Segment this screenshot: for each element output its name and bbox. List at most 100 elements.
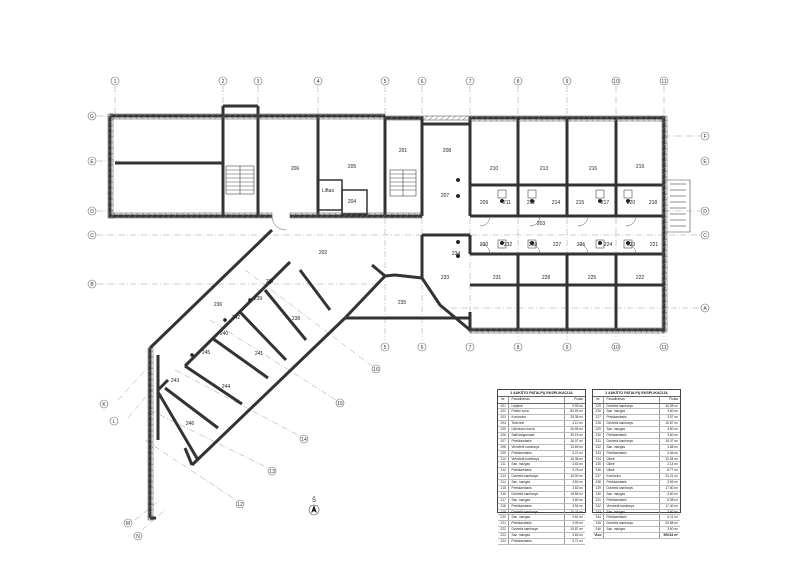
table-cell: Laiptinė [509,403,565,409]
table-cell: Prieškambaris [604,432,660,438]
table-cell: Ūkinė [604,462,660,468]
table-title: 2 AUKŠTO PATALPŲ EKSPLIKACIJA [593,390,680,397]
table-cell: Viso: [593,533,605,538]
table-cell: 222 [498,527,510,533]
room-label: 238 [292,316,301,322]
axis-label-diagonal: 16 [373,367,379,373]
table-cell: 239 [593,485,605,491]
axis-label-left: C [90,233,94,239]
table-cell: 214 [498,480,510,485]
table-cell: 226 [593,409,605,415]
table-cell: Koridorius [509,415,565,421]
room-labels: 201 202 203 204 205 206 207 208 209 210 … [171,148,659,427]
sanitary-fixtures [190,177,633,357]
top-axis-bubbles: 1 2 3 4 5 6 7 8 9 10 11 [110,76,669,86]
room-label: 246 [186,421,195,427]
table-cell: 3.21 m² [572,450,583,455]
table-cell: 15.90 m² [570,474,583,479]
axis-label-mid: 11 [661,345,666,351]
room-label: 209 [480,200,489,206]
room-label: 207 [441,193,450,199]
room-label: 244 [222,384,231,390]
axis-label-right: F [703,134,706,140]
table-cell: 3.09 m² [572,521,583,526]
stair-201-icon [389,169,417,197]
table-cell: 231 [593,438,605,444]
room-label: 221 [650,242,659,248]
table-cell: 208 [498,444,510,450]
table-header-row: Nr. Pavadinimas Plotas [593,397,680,404]
room-label: 229 [529,242,538,248]
room-label: 222 [636,275,645,281]
axis-label-diagonal-letter: M [126,521,130,527]
table-cell: 15.43 m² [570,509,583,514]
table-cell: 17.40 m² [665,503,678,508]
table-cell: Vienvietė kambarys [509,444,565,450]
table-cell: 16.38 m² [570,456,583,461]
axis-label-mid: 8 [517,345,520,351]
table-cell: Prieškambaris [509,438,565,444]
north-label: Š [312,497,316,504]
table-cell: 220 [498,515,510,521]
room-label: 219 [636,164,645,170]
table-cell: 10.54 m² [665,456,678,461]
axis-label-top: 7 [469,79,472,85]
table-cell: 237 [593,474,605,480]
table-cell: 3.60 m² [667,409,678,414]
table-cell: Dvivietis kambarys [604,438,660,444]
axis-label-top: 2 [222,79,225,85]
stair-west-icon [225,165,255,195]
table-cell: 209 [498,450,510,456]
table-cell: 13.69 m² [570,444,583,449]
table-cell: Dvivietis kambarys [604,421,660,427]
table-cell: Prieškambaris [604,415,660,421]
table-cell: 16.07 m² [570,438,583,443]
north-arrow-icon: Š [308,497,320,516]
room-label: 245 [202,350,211,356]
axis-label-left: E [90,159,94,165]
room-label: 223 [627,242,636,248]
table-cell: San. mazgas [509,533,565,538]
table-header: Pavadinimas [604,397,660,403]
table-cell: 225 [593,403,605,409]
room-label: 218 [649,200,658,206]
table-cell: Techninė [509,421,565,427]
room-label: 213 [540,166,549,172]
table-cell: 3.78 m² [572,468,583,473]
table-header: Nr. [498,397,510,403]
room-label: 203 [537,221,546,227]
table-cell: Koridorius [604,474,660,480]
room-label: 228 [542,275,551,281]
room-label: 230 [480,242,489,248]
room-label: 234 [452,251,461,257]
axis-label-top: 1 [114,79,117,85]
table-cell: 17.60 m² [665,485,678,490]
table-cell: Ūkinė [604,456,660,462]
room-label: 243 [171,378,180,384]
table-cell: 4.10 m² [572,421,583,426]
table-cell: 243 [593,509,605,515]
table-cell: San. mazgas [604,527,660,533]
table-cell: 3.54 m² [572,503,583,508]
axis-label-diagonal-letter: N [136,534,140,540]
table-cell: 2.14 m² [667,462,678,467]
axis-label-mid: 7 [469,345,472,351]
table-cell: 201 [498,403,510,409]
table-cell: 3.63 m² [572,462,583,467]
stairs [225,165,691,233]
table-cell: 219 [498,509,510,515]
